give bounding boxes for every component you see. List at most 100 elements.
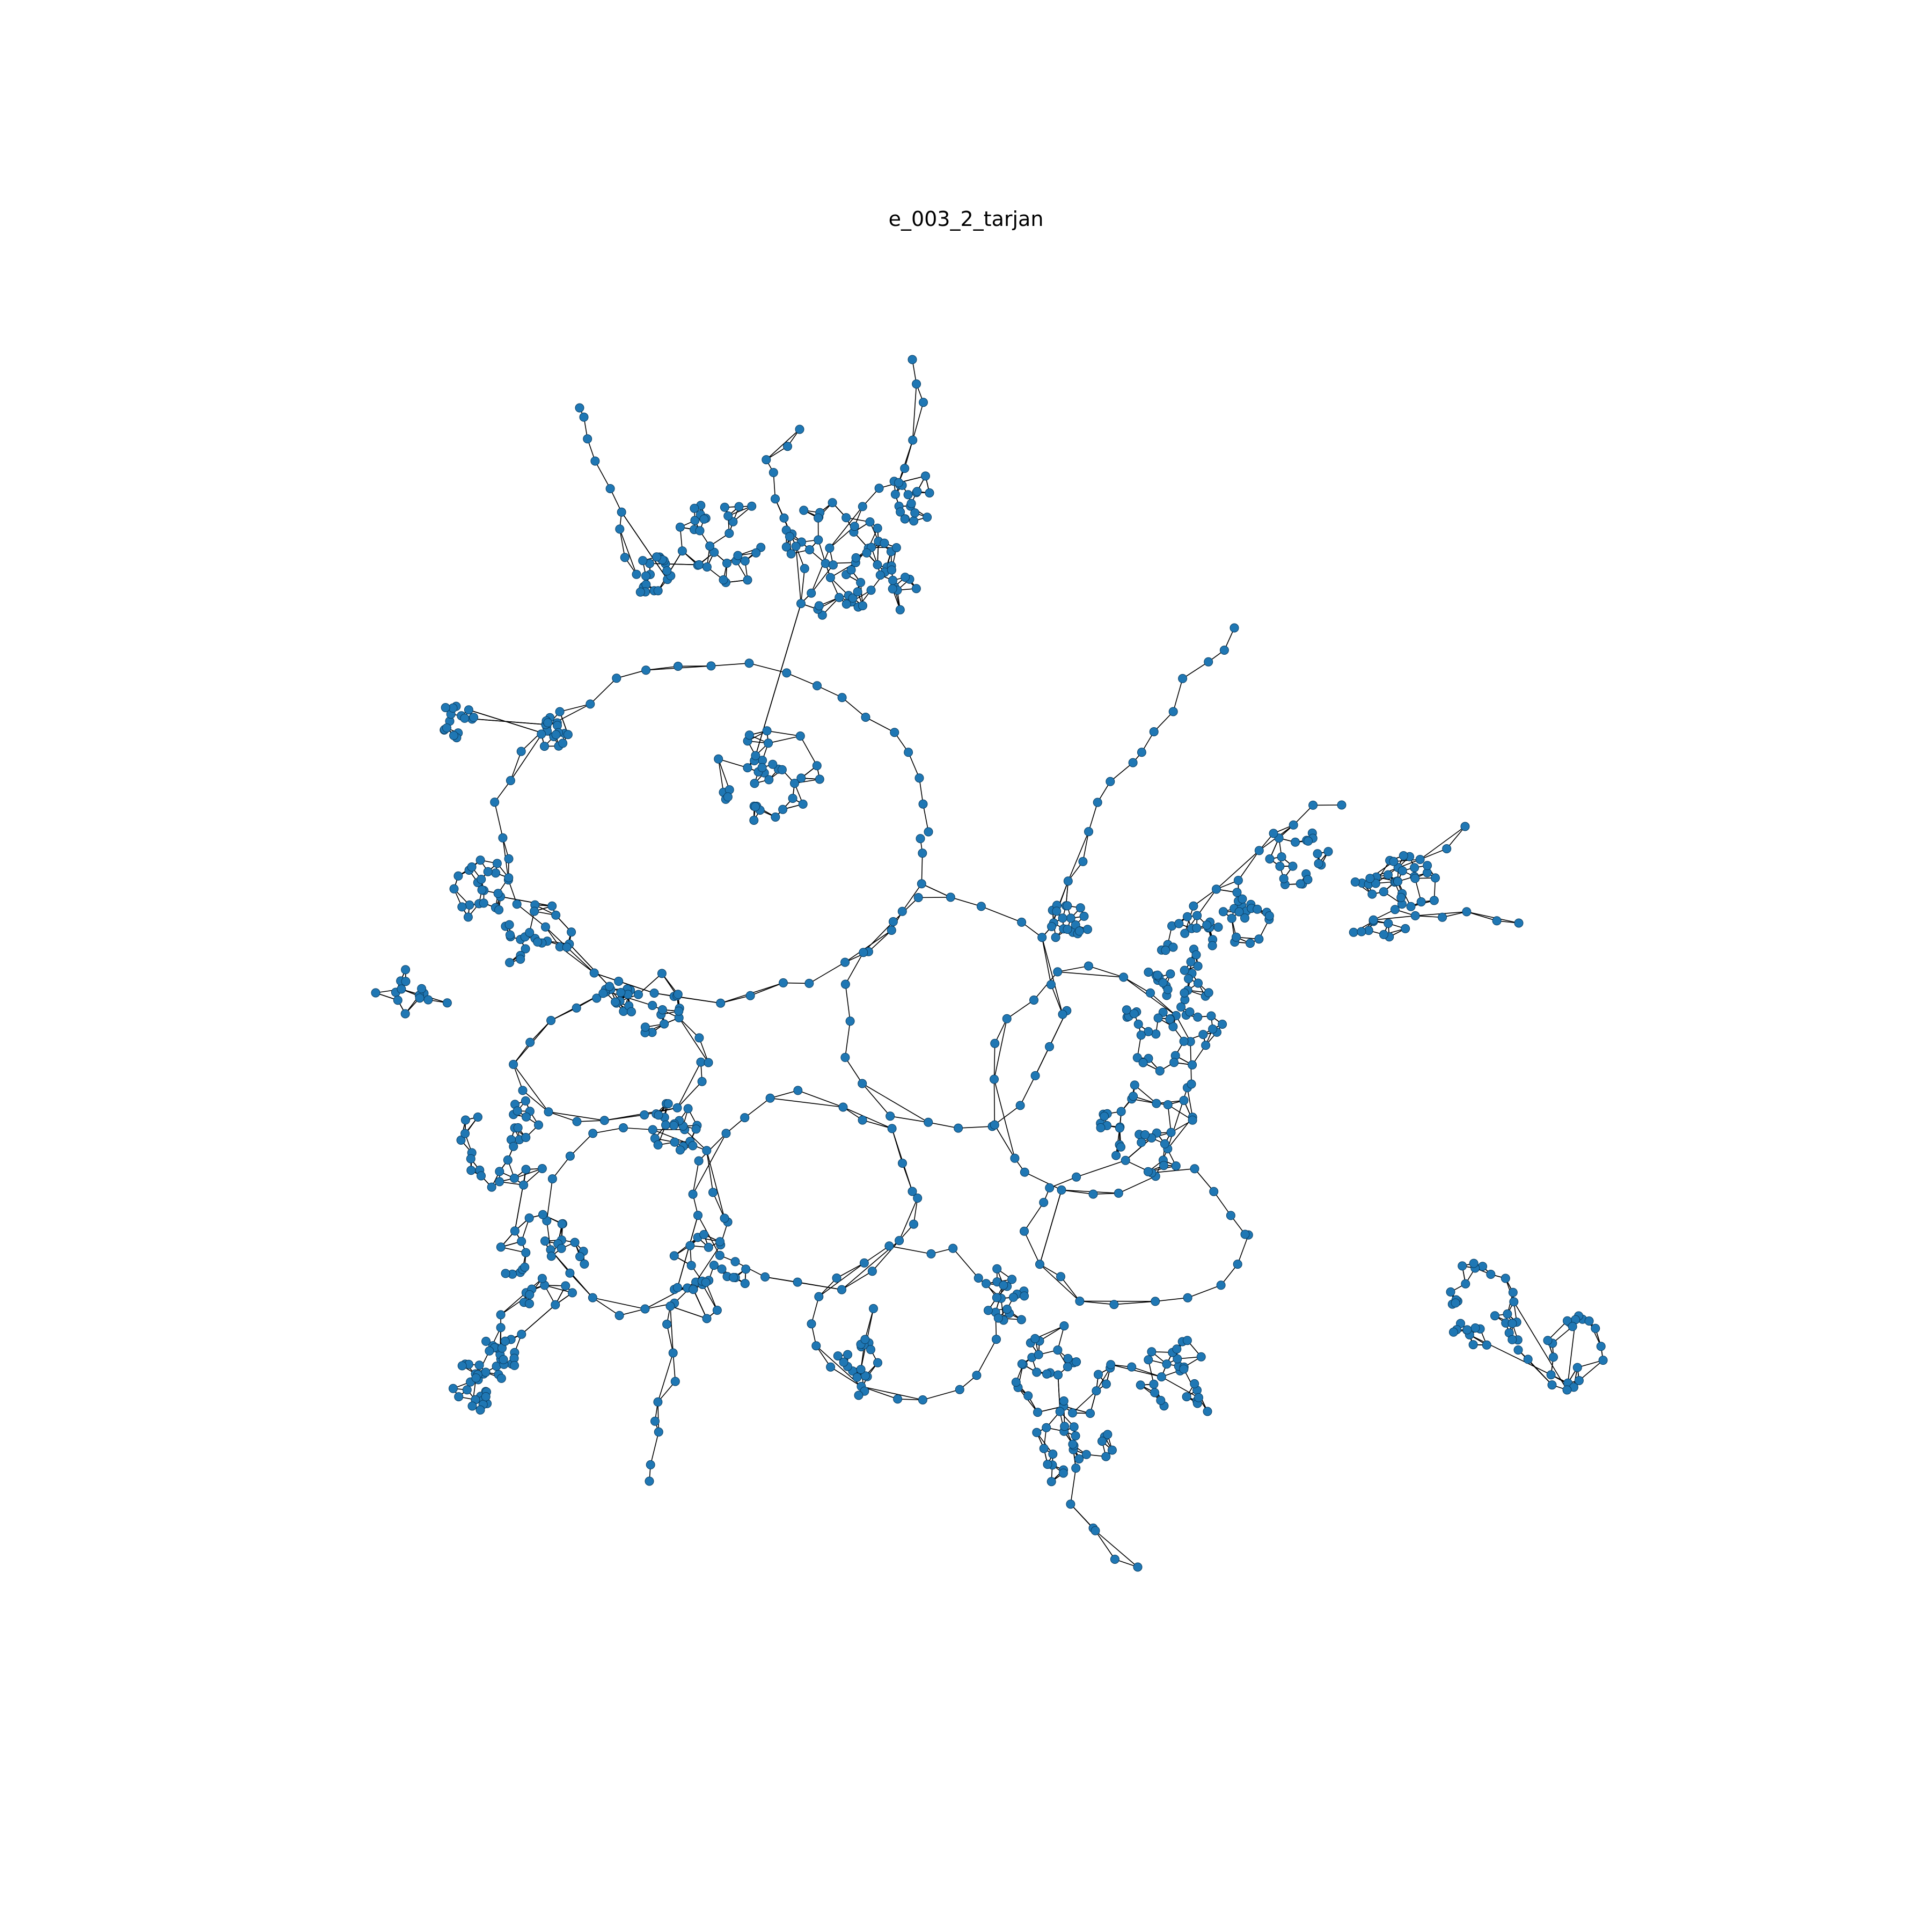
graph-edge	[818, 1262, 865, 1297]
graph-node	[688, 1141, 698, 1151]
graph-node	[1232, 888, 1242, 897]
graph-edge	[923, 804, 929, 832]
graph-node	[1462, 1325, 1472, 1335]
graph-node	[1192, 923, 1202, 933]
graph-node	[869, 1304, 878, 1313]
graph-node	[1166, 1128, 1176, 1137]
graph-node	[741, 1264, 751, 1274]
graph-node	[660, 1019, 669, 1029]
graph-node	[1132, 1053, 1142, 1063]
graph-node	[1194, 978, 1203, 988]
graph-node	[992, 1293, 1001, 1302]
graph-node	[393, 996, 402, 1005]
graph-node	[467, 862, 477, 872]
graph-node	[765, 1093, 775, 1103]
graph-node	[654, 1110, 663, 1120]
graph-edge	[863, 1246, 890, 1264]
graph-node	[540, 742, 549, 751]
graph-node	[638, 556, 648, 566]
graph-node	[537, 1164, 547, 1173]
graph-node	[1010, 1153, 1020, 1163]
graph-node	[483, 867, 493, 876]
graph-edge	[1039, 1190, 1062, 1265]
graph-node	[912, 379, 921, 389]
graph-edge	[993, 1019, 1007, 1080]
graph-node	[525, 928, 535, 938]
graph-node	[371, 988, 380, 998]
graph-node	[1020, 1226, 1029, 1236]
graph-node	[1046, 980, 1056, 990]
graph-node	[779, 513, 789, 523]
graph-node	[580, 1259, 589, 1269]
graph-node	[1093, 797, 1102, 807]
graph-node	[1296, 879, 1305, 889]
graph-node	[1304, 836, 1313, 846]
graph-node	[632, 569, 641, 579]
graph-node	[1032, 1367, 1042, 1377]
graph-node	[717, 1264, 727, 1274]
graph-edge	[845, 984, 851, 1021]
graph-node	[1416, 897, 1426, 906]
graph-node	[1546, 1370, 1556, 1380]
graph-node	[1048, 1450, 1058, 1459]
graph-node	[704, 1242, 713, 1252]
graph-node	[888, 917, 898, 926]
graph-node	[1368, 915, 1378, 925]
graph-node	[777, 765, 787, 774]
graph-node	[1179, 1036, 1189, 1046]
graph-node	[551, 1300, 560, 1309]
graph-node	[641, 571, 650, 581]
graph-node	[955, 1385, 964, 1394]
graph-edge	[1076, 1160, 1126, 1177]
graph-node	[740, 1279, 750, 1289]
graph-edge	[845, 930, 892, 963]
graph-node	[837, 693, 847, 702]
graph-edge	[695, 1245, 721, 1283]
graph-node	[866, 586, 876, 595]
graph-node	[521, 1248, 531, 1257]
graph-edge	[678, 1018, 709, 1063]
graph-node	[858, 1115, 867, 1125]
graph-node	[764, 738, 773, 748]
graph-node	[1053, 1370, 1063, 1380]
graph-node	[744, 730, 754, 740]
graph-node	[1043, 1460, 1052, 1469]
graph-node	[1180, 928, 1190, 938]
graph-edge	[677, 1215, 699, 1288]
graph-node	[525, 1290, 535, 1299]
graph-node	[657, 1005, 667, 1014]
graph-node	[1137, 748, 1146, 757]
graph-node	[496, 1310, 506, 1320]
graph-node	[843, 1350, 852, 1359]
graph-node	[1166, 969, 1175, 979]
graph-node	[804, 978, 814, 988]
graph-node	[620, 553, 630, 562]
graph-node	[880, 538, 889, 548]
graph-node	[1253, 904, 1262, 914]
graph-node	[705, 541, 715, 551]
graph-node	[1190, 1379, 1199, 1388]
graph-node	[1187, 1079, 1196, 1089]
graph-node	[1492, 916, 1502, 926]
graph-node	[1101, 1452, 1111, 1461]
graph-node	[1094, 1370, 1103, 1379]
graph-node	[1107, 1445, 1117, 1455]
graph-node	[521, 944, 530, 954]
graph-node	[1029, 996, 1038, 1005]
graph-node	[828, 560, 838, 570]
graph-edge	[1173, 678, 1183, 712]
graph-node	[640, 1304, 650, 1314]
graph-node	[504, 854, 514, 863]
graph-node	[884, 1241, 894, 1251]
graph-node	[1501, 1274, 1510, 1283]
graph-node	[1279, 874, 1289, 883]
graph-node	[1308, 800, 1318, 810]
graph-node	[1144, 968, 1153, 977]
graph-node	[799, 506, 809, 515]
graph-edge	[1039, 1264, 1080, 1302]
graph-node	[699, 514, 709, 524]
graph-node	[1379, 930, 1388, 939]
graph-node	[475, 1405, 485, 1415]
graph-node	[858, 1079, 867, 1088]
